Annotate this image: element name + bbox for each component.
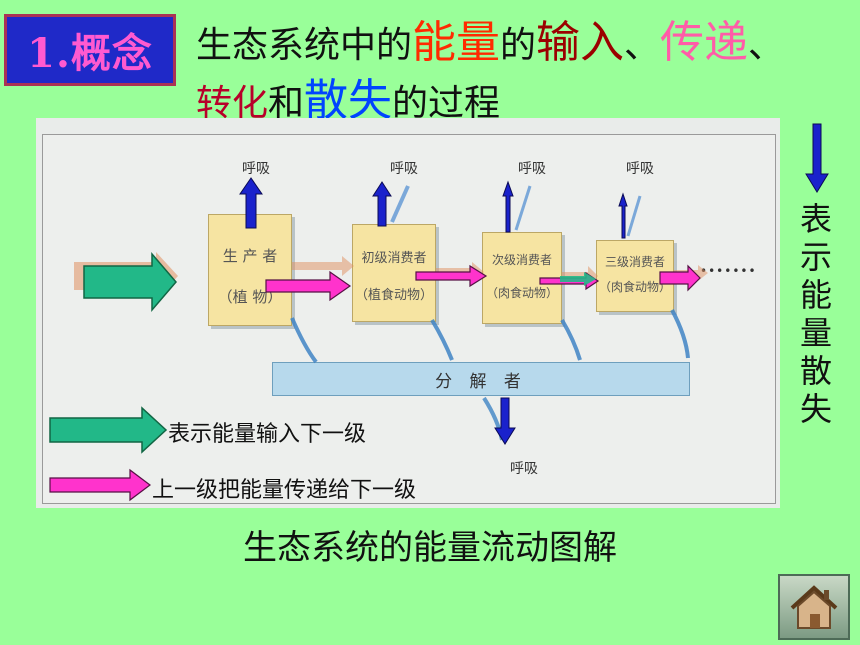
side-legend-char: 失 xyxy=(799,390,832,428)
diagram-caption: 生态系统的能量流动图解 xyxy=(243,528,617,568)
heading-seg: 、 xyxy=(748,25,785,66)
resp-stroke-tertiary xyxy=(626,195,642,237)
primary-consumer-label: 初级消费者 xyxy=(361,251,427,266)
side-legend-char: 量 xyxy=(799,314,832,352)
continuation-dots: ••••••• xyxy=(700,264,757,278)
secondary-consumer-label: 次级消费者 xyxy=(491,253,552,267)
resp-arrow-producer xyxy=(239,177,263,229)
heading-dissipate: 散失 xyxy=(304,75,393,126)
side-legend-char: 示 xyxy=(799,238,832,276)
heading-energy: 能量 xyxy=(412,17,501,68)
magenta-arrow-4 xyxy=(659,264,701,292)
heading-seg: 生态系统中的 xyxy=(196,25,413,66)
resp-arrow-tertiary xyxy=(618,192,628,239)
green-tip-arrow xyxy=(560,272,596,286)
legend-green-text: 表示能量输入下一级 xyxy=(168,422,367,447)
concept-label: 1.概念 xyxy=(27,30,153,77)
heading-seg: 的过程 xyxy=(392,83,501,124)
resp-arrow-primary xyxy=(372,181,392,227)
flow-bg-1 xyxy=(292,256,354,276)
heading-seg: 的 xyxy=(500,25,537,66)
decomposer-bar: 分 解 者 xyxy=(272,362,690,396)
tertiary-consumer-label: 三级消费者 xyxy=(604,255,665,269)
decomposer-label: 分 解 者 xyxy=(435,371,527,392)
side-legend-char: 能 xyxy=(799,276,832,314)
heading-line-1: 生态系统中的能量的输入、传递、 xyxy=(196,6,784,70)
respiration-label-producer: 呼吸 xyxy=(242,161,270,177)
primary-consumer-box: 初级消费者 （植食动物） xyxy=(352,224,436,322)
decomp-flow-1 xyxy=(290,317,318,364)
resp-stroke-secondary xyxy=(514,185,532,231)
home-icon xyxy=(790,585,838,629)
side-legend-char: 散 xyxy=(799,352,832,390)
decomp-flow-2 xyxy=(430,318,454,361)
legend-magenta-text: 上一级把能量传递给下一级 xyxy=(152,478,417,503)
resp-stroke-primary xyxy=(390,185,410,223)
tertiary-consumer-sublabel: （肉食动物） xyxy=(598,280,671,294)
legend-green-arrow xyxy=(49,406,168,454)
home-button[interactable] xyxy=(778,574,850,640)
side-legend-char: 表 xyxy=(799,200,832,238)
heading-input: 输入 xyxy=(536,17,625,68)
respiration-label-secondary: 呼吸 xyxy=(518,161,546,177)
side-legend-text: 表 示 能 量 散 失 xyxy=(796,200,836,428)
heading-seg: 、 xyxy=(624,25,661,66)
magenta-arrow-2 xyxy=(415,264,488,288)
respiration-label-primary: 呼吸 xyxy=(390,161,418,177)
legend-magenta-arrow xyxy=(49,468,151,502)
decomp-flow-3 xyxy=(560,318,582,361)
decomp-flow-4 xyxy=(670,309,690,359)
producer-label: 生 产 者 xyxy=(222,247,278,265)
respiration-label-decomposer: 呼吸 xyxy=(510,461,538,477)
green-input-arrow xyxy=(83,251,177,313)
heading-line-2: 转化和散失的过程 xyxy=(196,64,500,128)
concept-badge: 1.概念 xyxy=(4,14,176,86)
resp-arrow-secondary xyxy=(502,180,514,233)
magenta-arrow-1 xyxy=(265,270,352,302)
primary-consumer-sublabel: （植食动物） xyxy=(354,288,433,303)
secondary-consumer-sublabel: （肉食动物） xyxy=(485,286,558,300)
heading-transform: 转化 xyxy=(196,83,269,124)
producer-box: 生 产 者 （植 物） xyxy=(208,214,292,326)
side-dissipation-arrow xyxy=(805,123,829,193)
heading-transfer: 传递 xyxy=(660,17,749,68)
respiration-label-tertiary: 呼吸 xyxy=(626,161,654,177)
heading-seg: 和 xyxy=(268,83,305,124)
decomposer-resp-arrow xyxy=(494,397,516,445)
